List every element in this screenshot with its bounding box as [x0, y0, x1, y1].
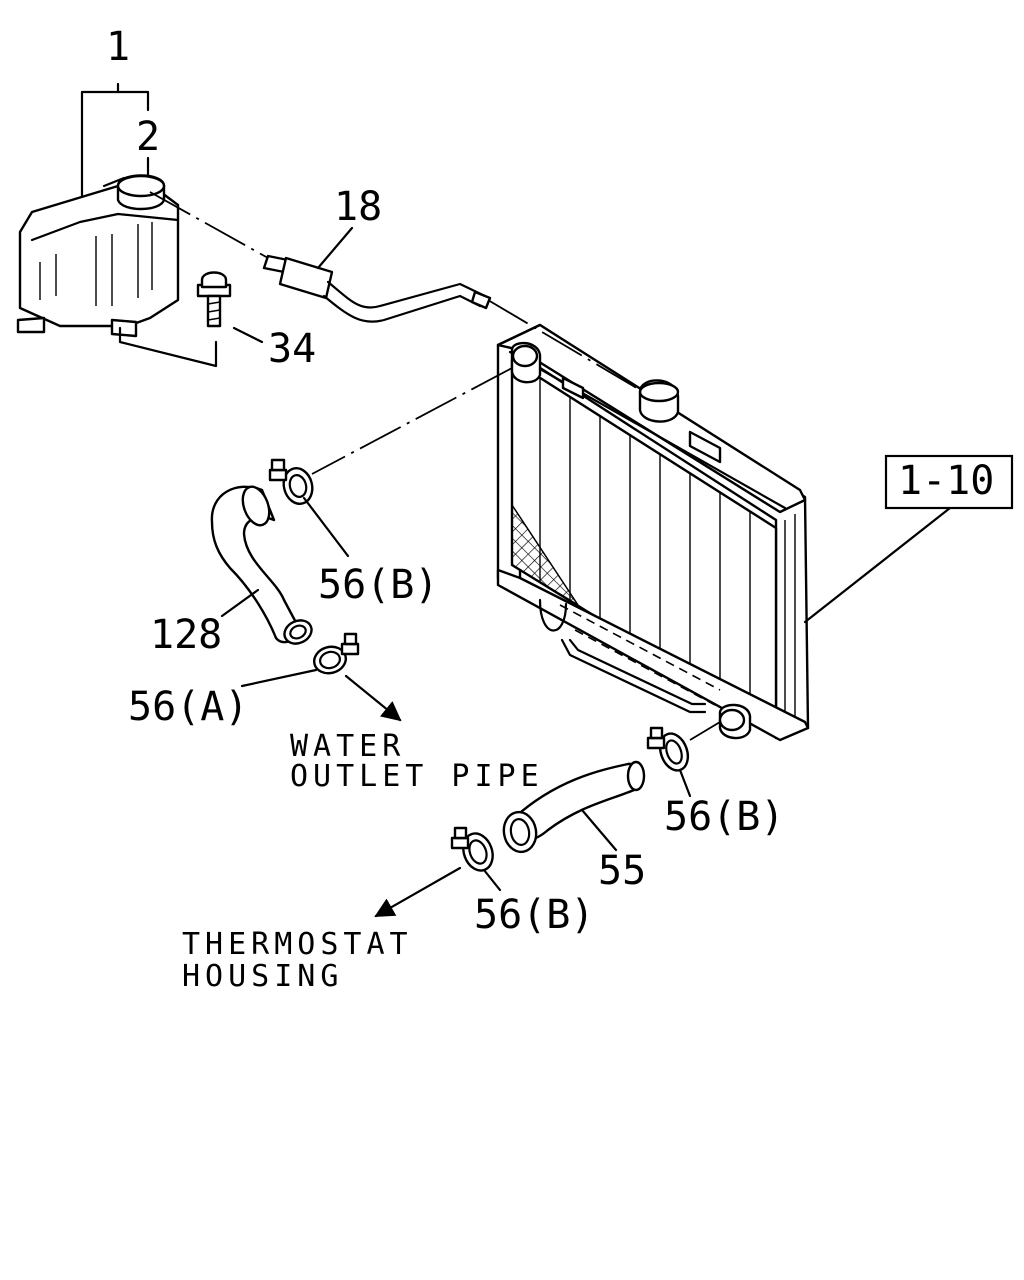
label-clamp-upper-radiator: 56(B): [318, 562, 438, 608]
upper-inlet-neck: [510, 341, 542, 384]
label-reservoir-cap: 2: [136, 114, 160, 160]
label-upper-hose: 128: [150, 612, 222, 658]
label-bolt: 34: [268, 326, 316, 372]
label-clamp-lower-engine: 56(B): [474, 892, 594, 938]
leader-lines: [80, 82, 952, 892]
water-outlet-arrow: [344, 674, 402, 722]
note-water-outlet-line2: OUTLET PIPE: [290, 759, 544, 794]
label-clamp-upper-engine: 56(A): [128, 684, 248, 730]
upper-hose: [210, 485, 313, 645]
reservoir-cap: [102, 174, 166, 211]
bolt: [196, 271, 232, 328]
clamp-lower-engine: [450, 826, 494, 872]
note-water-outlet-line1: WATER: [290, 729, 405, 764]
label-radiator-ref: 1-10: [898, 458, 994, 504]
radiator-mesh-section: [511, 502, 579, 606]
radiator-cap: [638, 379, 680, 423]
label-lower-hose: 55: [598, 848, 646, 894]
lower-outlet-neck: [718, 703, 752, 740]
reservoir-hose: [262, 254, 492, 323]
radiator-ref-box: [884, 454, 1014, 510]
clamp-upper-radiator: [268, 458, 314, 505]
note-thermostat-line2: HOUSING: [182, 959, 343, 994]
thermostat-arrow: [374, 866, 462, 918]
lower-hose: [502, 760, 646, 854]
radiator-assembly: [496, 323, 810, 742]
label-reservoir-hose: 18: [334, 184, 382, 230]
note-thermostat-line1: THERMOSTAT: [182, 927, 413, 962]
clamp-lower-radiator: [646, 726, 690, 772]
reservoir-tank: [16, 174, 180, 338]
label-clamp-lower-radiator: 56(B): [664, 794, 784, 840]
clamp-upper-engine: [312, 632, 360, 675]
assembly-lines: [149, 191, 721, 741]
label-reservoir: 1: [106, 24, 130, 70]
